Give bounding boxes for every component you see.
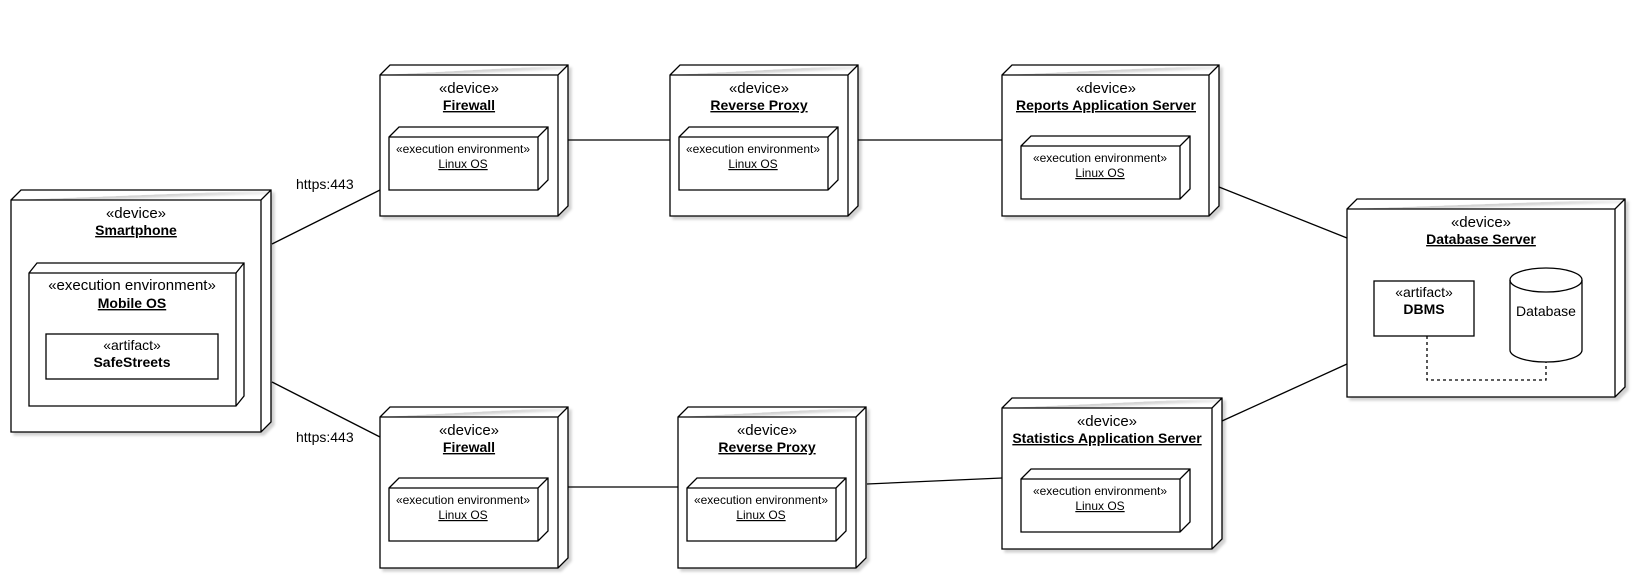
env-linux-os[interactable]: «execution environment» Linux OS (388, 477, 549, 542)
env-stereotype: «execution environment» (694, 493, 828, 507)
env-stereotype: «execution environment» (48, 277, 216, 294)
node-name: Smartphone (95, 222, 177, 238)
env-name: Linux OS (736, 508, 785, 522)
node-stereotype: «device» (729, 80, 789, 97)
cylinder-body (1509, 267, 1583, 363)
artifact-name: SafeStreets (93, 354, 170, 370)
artifact-dbms[interactable]: «artifact» DBMS (1373, 280, 1475, 337)
env-linux-os[interactable]: «execution environment» Linux OS (1020, 468, 1191, 533)
env-linux-os[interactable]: «execution environment» Linux OS (686, 477, 847, 542)
env-name: Linux OS (1075, 166, 1124, 180)
artifact-box (45, 333, 219, 380)
env-mobile-os[interactable]: «execution environment» Mobile OS «artif… (28, 262, 245, 407)
env-box (678, 126, 839, 191)
edge-statistics-database-server[interactable] (1221, 363, 1348, 422)
node-stereotype: «device» (1451, 214, 1511, 231)
edge-smartphone-firewall-bottom[interactable] (271, 381, 381, 438)
env-name: Linux OS (728, 157, 777, 171)
artifact-name: DBMS (1403, 301, 1444, 317)
dependency-line (1426, 336, 1547, 381)
node-stereotype: «device» (106, 205, 166, 222)
edge-label-top: https:443 (296, 176, 354, 192)
env-box (686, 477, 847, 542)
database-cylinder[interactable]: Database (1509, 267, 1583, 363)
node-firewall-top[interactable]: «device» Firewall «execution environment… (379, 64, 569, 217)
cylinder-rim (1509, 279, 1583, 293)
node-stereotype: «device» (1077, 413, 1137, 430)
node-name: Reverse Proxy (718, 439, 816, 455)
env-stereotype: «execution environment» (396, 493, 530, 507)
node-name: Statistics Application Server (1012, 430, 1202, 446)
env-linux-os[interactable]: «execution environment» Linux OS (388, 126, 549, 191)
node-stereotype: «device» (1076, 80, 1136, 97)
node-smartphone[interactable]: «device» Smartphone «execution environme… (10, 189, 272, 433)
node-reverse-proxy-top[interactable]: «device» Reverse Proxy «execution enviro… (669, 64, 859, 217)
env-box (388, 477, 549, 542)
node-stereotype: «device» (737, 422, 797, 439)
env-name: Mobile OS (98, 295, 166, 311)
node-name: Reverse Proxy (710, 97, 808, 113)
node-name: Reports Application Server (1016, 97, 1197, 113)
node-statistics-application-server[interactable]: «device» Statistics Application Server «… (1001, 397, 1223, 550)
node-stereotype: «device» (439, 80, 499, 97)
node-stereotype: «device» (439, 422, 499, 439)
env-linux-os[interactable]: «execution environment» Linux OS (1020, 135, 1191, 200)
env-name: Linux OS (438, 508, 487, 522)
artifact-box (1373, 280, 1475, 337)
env-box (388, 126, 549, 191)
node-reverse-proxy-bottom[interactable]: «device» Reverse Proxy «execution enviro… (677, 406, 867, 569)
env-box (1020, 135, 1191, 200)
node-name: Firewall (443, 97, 495, 113)
database-label: Database (1516, 303, 1576, 319)
env-stereotype: «execution environment» (1033, 151, 1167, 165)
node-reports-application-server[interactable]: «device» Reports Application Server «exe… (1001, 64, 1220, 217)
node-database-server[interactable]: «device» Database Server «artifact» DBMS… (1346, 198, 1626, 398)
node-name: Firewall (443, 439, 495, 455)
env-name: Linux OS (438, 157, 487, 171)
edge-proxy-statistics-server[interactable] (866, 477, 1003, 485)
edge-reports-database-server[interactable] (1218, 186, 1348, 239)
connections: https:443 https:443 (271, 139, 1348, 488)
node-firewall-bottom[interactable]: «device» Firewall «execution environment… (379, 406, 569, 569)
node-name: Database Server (1426, 231, 1536, 247)
artifact-safestreets[interactable]: «artifact» SafeStreets (45, 333, 219, 380)
artifact-stereotype: «artifact» (103, 337, 161, 353)
env-name: Linux OS (1075, 499, 1124, 513)
env-stereotype: «execution environment» (396, 142, 530, 156)
env-box (1020, 468, 1191, 533)
edge-label-bottom: https:443 (296, 429, 354, 445)
edge-smartphone-firewall-top[interactable] (271, 189, 381, 245)
env-stereotype: «execution environment» (686, 142, 820, 156)
env-stereotype: «execution environment» (1033, 484, 1167, 498)
env-linux-os[interactable]: «execution environment» Linux OS (678, 126, 839, 191)
artifact-stereotype: «artifact» (1395, 284, 1453, 300)
